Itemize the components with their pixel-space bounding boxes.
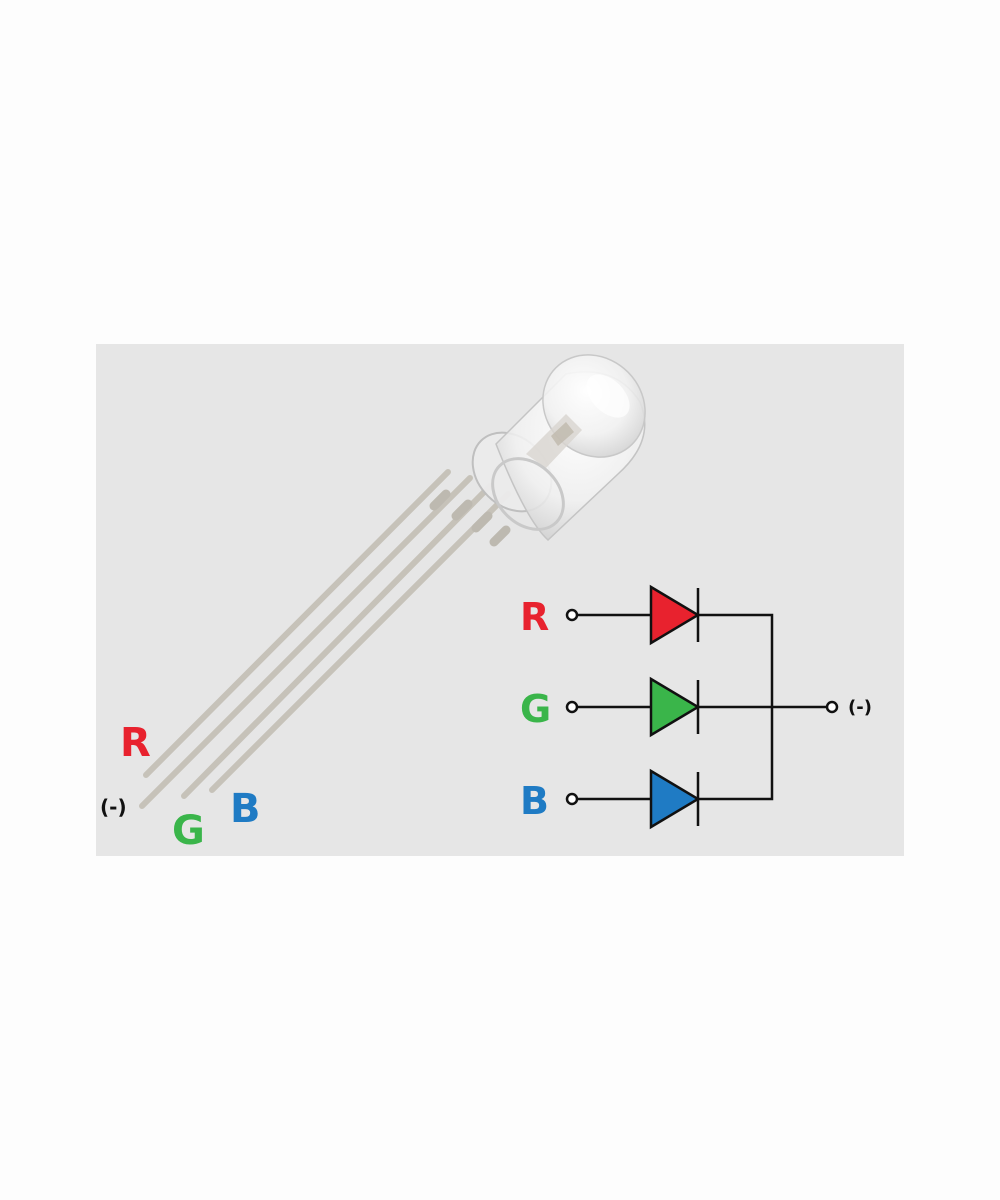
diode-blue — [649, 768, 701, 830]
schematic-label-green: G — [520, 687, 551, 731]
rgb-led-diagram: R (-) G B R G B — [100, 354, 872, 854]
led-pin-label-blue: B — [230, 786, 261, 832]
lead-kinks — [429, 489, 511, 547]
lead-blue — [209, 491, 511, 793]
led-pin-label-green: G — [172, 808, 205, 854]
schematic: R G B — [520, 584, 872, 830]
schematic-wires — [578, 613, 826, 801]
schematic-label-red: R — [520, 595, 549, 639]
schematic-label-common: (-) — [848, 697, 872, 718]
diagram-panel: R (-) G B R G B — [96, 344, 904, 856]
lead-green — [181, 483, 493, 799]
led-body — [471, 354, 646, 542]
open-terminal-circle-icon — [565, 608, 839, 806]
diode-red — [649, 584, 701, 646]
led-leads — [139, 469, 511, 809]
lead-common — [139, 475, 473, 809]
diode-symbol-icon — [649, 676, 701, 738]
led-pin-label-common: (-) — [100, 795, 127, 819]
diode-symbol-icon — [649, 768, 701, 830]
rgb-led-4-pin-icon — [139, 354, 646, 809]
lead-red — [143, 469, 451, 778]
led-pin-label-red: R — [120, 720, 151, 766]
diode-green — [649, 676, 701, 738]
schematic-label-blue: B — [520, 779, 549, 823]
diode-symbol-icon — [649, 584, 701, 646]
